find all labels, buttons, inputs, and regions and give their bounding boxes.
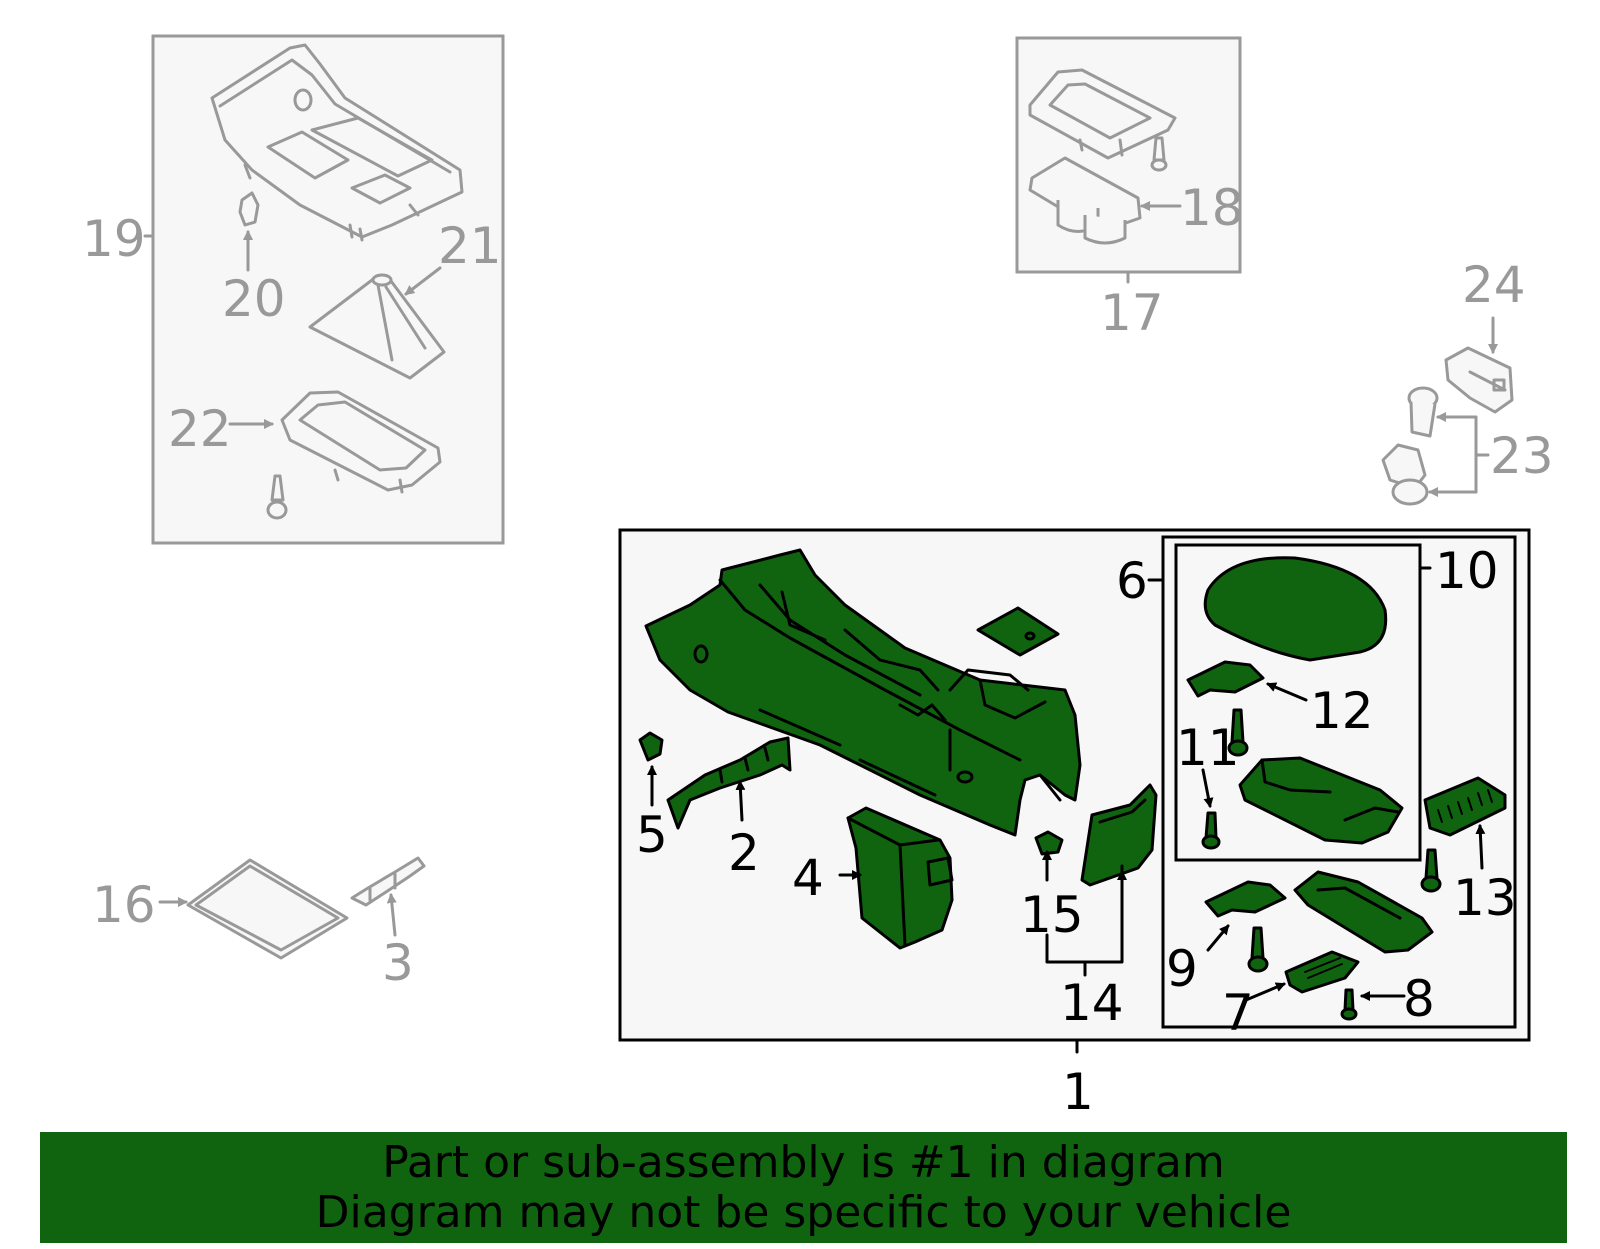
- armrest-lid[interactable]: [1203, 556, 1388, 662]
- label-16: 16: [92, 876, 156, 934]
- screw-group-19[interactable]: [266, 474, 288, 520]
- label-4: 4: [792, 849, 824, 907]
- mat-part-16[interactable]: [158, 858, 349, 960]
- label-12: 12: [1310, 682, 1374, 740]
- socket-part-23a[interactable]: [1407, 386, 1439, 438]
- label-10: 10: [1435, 542, 1499, 600]
- clip-part-15[interactable]: [1034, 830, 1064, 882]
- console-body[interactable]: [644, 548, 1082, 837]
- label-2: 2: [728, 824, 760, 882]
- label-7: 7: [1222, 984, 1254, 1042]
- upper-console-trim[interactable]: [210, 43, 464, 242]
- label-13: 13: [1453, 869, 1517, 927]
- banner-line-1: Part or sub-assembly is #1 in diagram: [382, 1137, 1225, 1188]
- label-8: 8: [1403, 970, 1435, 1028]
- label-14: 14: [1060, 974, 1124, 1032]
- storage-bin-part-4[interactable]: [838, 806, 954, 950]
- screw-part-9[interactable]: [1247, 926, 1269, 973]
- label-1: 1: [1062, 1063, 1094, 1121]
- bracket-23: [1474, 415, 1490, 494]
- armrest-base[interactable]: [1238, 756, 1404, 845]
- bracket-part-3[interactable]: [350, 856, 426, 937]
- hinge-part-9[interactable]: [1204, 880, 1287, 952]
- label-23: 23: [1490, 427, 1554, 485]
- cupholder-screw[interactable]: [1150, 136, 1168, 172]
- console-pad[interactable]: [976, 606, 1060, 657]
- label-17: 17: [1100, 284, 1164, 342]
- latch-part-7[interactable]: [1244, 950, 1360, 1002]
- label-22: 22: [168, 400, 232, 458]
- bracket-14: [1045, 864, 1124, 977]
- screw-part-11b[interactable]: [1201, 768, 1221, 850]
- label-9: 9: [1166, 940, 1198, 998]
- screw-part-13[interactable]: [1420, 848, 1442, 893]
- screw-part-8[interactable]: [1340, 988, 1406, 1021]
- label-5: 5: [636, 806, 668, 864]
- indicator-bezel[interactable]: [228, 390, 442, 494]
- label-24: 24: [1462, 256, 1526, 314]
- cupholder-insert[interactable]: [1028, 156, 1142, 245]
- clip-part-20[interactable]: [238, 191, 260, 272]
- label-3: 3: [382, 934, 414, 992]
- armrest-tray[interactable]: [1293, 870, 1434, 954]
- screw-part-11a[interactable]: [1227, 708, 1249, 757]
- subassembly-6-box: [1147, 535, 1517, 1029]
- group-17-box: [1015, 36, 1242, 284]
- socket-part-23b[interactable]: [1381, 443, 1429, 506]
- shift-boot[interactable]: [308, 266, 446, 380]
- info-banner: Part or sub-assembly is #1 in diagram Di…: [40, 1132, 1567, 1243]
- vent-part-13[interactable]: [1423, 776, 1507, 870]
- label-11: 11: [1176, 719, 1240, 777]
- side-panel-part-14[interactable]: [1080, 783, 1158, 887]
- label-18: 18: [1180, 179, 1244, 237]
- label-19: 19: [82, 210, 146, 268]
- banner-line-2: Diagram may not be specific to your vehi…: [315, 1187, 1292, 1238]
- clip-part-5[interactable]: [638, 731, 664, 807]
- subassembly-10-box: [1174, 543, 1432, 862]
- hinge-part-12[interactable]: [1186, 660, 1308, 702]
- cupholder-trim[interactable]: [1028, 68, 1177, 160]
- label-6: 6: [1116, 552, 1148, 610]
- bracket-part-2[interactable]: [666, 736, 792, 830]
- label-21: 21: [438, 217, 502, 275]
- label-20: 20: [222, 270, 286, 328]
- label-15: 15: [1020, 886, 1084, 944]
- switch-part-24[interactable]: [1444, 316, 1514, 414]
